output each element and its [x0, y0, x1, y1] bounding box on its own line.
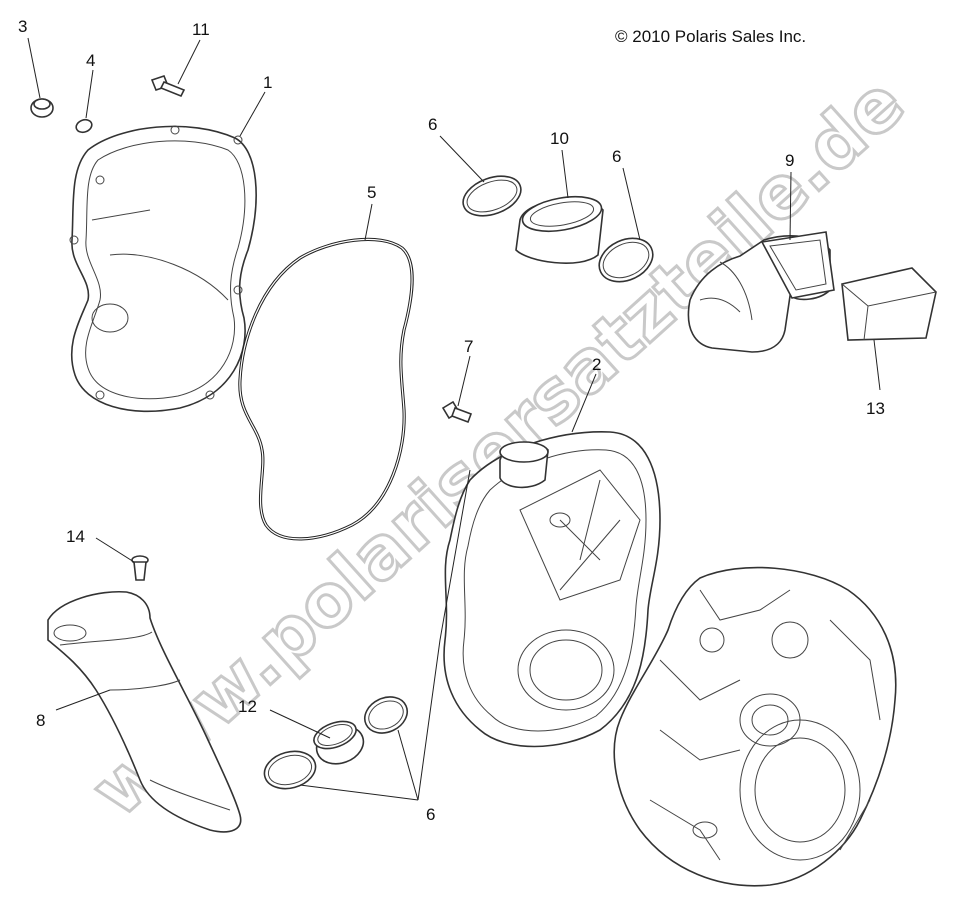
part-6-clamp-top-a: [462, 175, 522, 217]
callout-14: 14: [66, 527, 85, 546]
part-8-outlet-duct: [47, 590, 242, 833]
part-11-bolt: [150, 75, 186, 98]
callout-8: 8: [36, 711, 45, 730]
callout-1: 1: [263, 73, 272, 92]
callout-3: 3: [18, 17, 27, 36]
engine-assembly: [613, 566, 897, 887]
part-6-clamp-bottom-a: [263, 750, 317, 790]
part-13-filter: [841, 267, 937, 341]
part-1-outer-cover: [69, 125, 257, 413]
part-4-oring: [75, 118, 93, 134]
callout-6-a: 6: [428, 115, 437, 134]
part-9-intake-duct: [687, 231, 835, 353]
part-5-gasket: [238, 237, 414, 541]
callout-4: 4: [86, 51, 95, 70]
callout-12: 12: [238, 697, 257, 716]
part-7-bolt: [441, 400, 473, 424]
callout-13: 13: [866, 399, 885, 418]
copyright-text: © 2010 Polaris Sales Inc.: [615, 27, 806, 46]
callout-10: 10: [550, 129, 569, 148]
part-6-clamp-bottom-b: [364, 696, 408, 734]
callout-2: 2: [592, 355, 601, 374]
callout-7: 7: [464, 337, 473, 356]
part-12-coupler: [313, 720, 365, 765]
part-10-sleeve: [515, 195, 604, 264]
callout-11: 11: [192, 20, 210, 39]
part-6-clamp-top-b: [598, 237, 654, 283]
part-3-plug: [30, 98, 54, 118]
leader-lines: [27, 37, 881, 801]
callout-9: 9: [785, 151, 794, 170]
callout-5: 5: [367, 183, 376, 202]
part-2-inner-cover: [443, 431, 661, 748]
callout-6-c: 6: [426, 805, 435, 824]
part-14-clip: [131, 555, 149, 581]
callout-6-b: 6: [612, 147, 621, 166]
